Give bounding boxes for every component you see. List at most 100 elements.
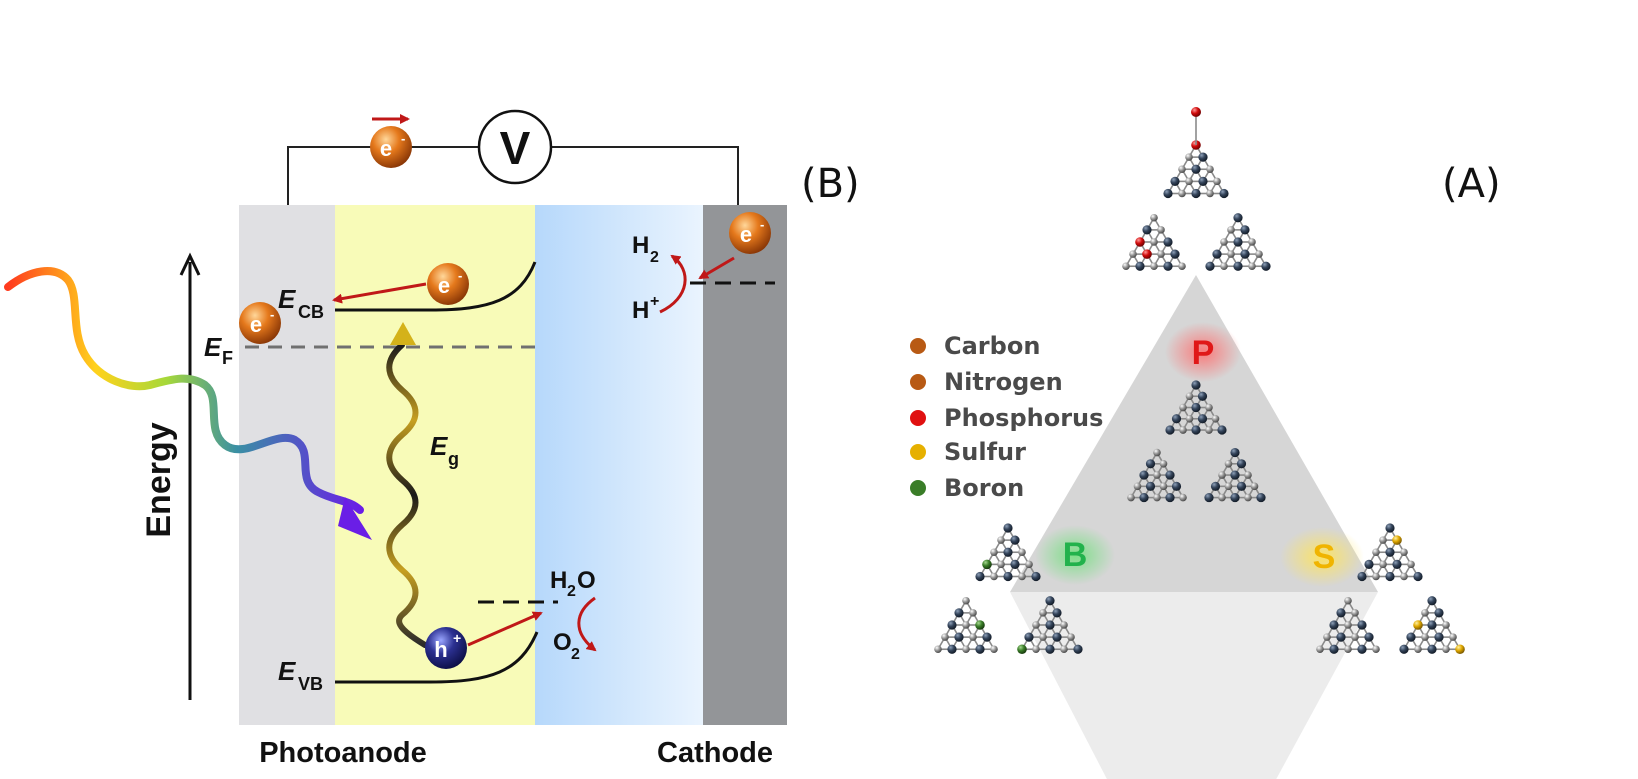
svg-text:-: - (401, 131, 405, 146)
nitrogen-atom (1198, 176, 1208, 186)
legend-dot-nitrogen (910, 374, 926, 390)
carbon-atom (1218, 471, 1226, 479)
nitrogen-atom (1163, 261, 1173, 271)
legend-label-carbon: Carbon (944, 332, 1040, 360)
carbon-atom (969, 609, 977, 617)
nitrogen-atom (1233, 261, 1243, 271)
carbon-atom (1153, 471, 1161, 479)
carbon-atom (1179, 493, 1187, 502)
svg-text:H: H (632, 232, 649, 259)
carbon-atom (1421, 633, 1429, 641)
hole-transfer-arrow (467, 611, 543, 647)
nitrogen-atom (1364, 632, 1374, 642)
substrate-electron: e - (239, 302, 281, 344)
legend-label-nitrogen: Nitrogen (944, 368, 1063, 396)
panel-b-tag: (B) (801, 161, 860, 207)
nitrogen-atom (1357, 620, 1367, 630)
svg-text:O: O (577, 567, 596, 594)
carbon-atom (1039, 633, 1047, 641)
nitrogen-atom (1230, 447, 1240, 458)
nitrogen-atom (1219, 188, 1229, 199)
circuit-electron: e - (370, 126, 412, 168)
nitrogen-atom (947, 620, 957, 630)
carbon-atom (1227, 226, 1235, 234)
nitrogen-atom (1392, 559, 1402, 569)
svg-text:2: 2 (567, 583, 576, 600)
carbon-atom (990, 572, 998, 581)
legend-dot-carbon (910, 338, 926, 354)
nitrogen-atom (1165, 470, 1175, 480)
svg-text:E: E (204, 332, 222, 362)
nitrogen-atom (1024, 632, 1034, 642)
nitrogen-atom (1434, 608, 1444, 618)
nitrogen-atom (1171, 481, 1182, 491)
nitrogen-atom (1045, 644, 1055, 654)
nitrogen-atom (1212, 249, 1222, 259)
carbon-atom (1185, 392, 1194, 401)
carbon-atom (1224, 460, 1233, 468)
carbon-atom (969, 633, 977, 641)
nitrogen-atom (1336, 608, 1346, 618)
cathode-label: Cathode (657, 737, 773, 769)
carbon-atom (1244, 493, 1252, 502)
fermi-level-label: E F (204, 332, 233, 368)
nitrogen-atom (1197, 414, 1208, 424)
legend-label-phosphorus: Phosphorus (944, 404, 1103, 432)
carbon-atom (1250, 482, 1259, 491)
carbon-atom (962, 621, 970, 629)
carbon-atom (1407, 560, 1415, 569)
panel-a-tag: (A) (1442, 161, 1501, 207)
nitrogen-atom (1170, 249, 1180, 259)
nitrogen-atom (1163, 188, 1173, 199)
heptazine-cluster (934, 523, 1083, 655)
carbon-atom (1129, 250, 1137, 258)
carbon-atom (1244, 471, 1252, 479)
phosphorus-atom (1191, 107, 1201, 117)
s-glow (1280, 527, 1364, 587)
carbon-atom (1178, 262, 1186, 271)
nitrogen-atom (1052, 632, 1062, 642)
nitrogen-atom (1385, 547, 1395, 557)
legend-dot-phosphorus (910, 410, 926, 426)
svg-text:e: e (438, 273, 450, 298)
carbon-atom (1179, 426, 1187, 434)
nitrogen-atom (1031, 571, 1041, 582)
carbon-atom (1018, 548, 1026, 557)
nitrogen-atom (1385, 523, 1395, 533)
nitrogen-atom (1003, 523, 1013, 533)
p-glow (1165, 322, 1241, 382)
svg-text:E: E (430, 431, 448, 461)
carbon-atom (1379, 536, 1387, 544)
nitrogen-atom (1256, 492, 1266, 503)
nitrogen-atom (1427, 620, 1437, 630)
carbon-atom (1220, 262, 1228, 271)
nitrogen-atom (1052, 608, 1062, 618)
carbon-atom (1150, 238, 1158, 246)
nitrogen-atom (1240, 225, 1250, 235)
vertex-label-b: B (1063, 536, 1088, 574)
carbon-atom (990, 645, 998, 654)
carbon-atom (1351, 609, 1359, 617)
carbon-atom (1153, 493, 1161, 502)
carbon-atom (1218, 493, 1226, 502)
b-glow (1035, 525, 1115, 585)
carbon-atom (1205, 403, 1213, 412)
carbon-atom (1032, 645, 1040, 654)
carbon-atom (1185, 153, 1193, 161)
nitrogen-atom (1230, 492, 1240, 503)
carbon-atom (1400, 548, 1408, 557)
carbon-atom (997, 560, 1005, 569)
nitrogen-atom (1236, 459, 1247, 469)
carbon-atom (1442, 645, 1450, 654)
vertex-label-s: S (1313, 538, 1336, 576)
atoms (934, 523, 1083, 655)
svg-text:-: - (760, 217, 764, 232)
nitrogen-atom (1135, 261, 1145, 271)
cathode-electron: e - (729, 212, 771, 254)
nitrogen-atom (1427, 596, 1437, 606)
carbon-atom (1032, 621, 1040, 629)
carbon-atom (1179, 403, 1187, 412)
carbon-atom (1039, 609, 1047, 617)
carbon-atom (1018, 572, 1026, 581)
nitrogen-atom (954, 632, 964, 642)
